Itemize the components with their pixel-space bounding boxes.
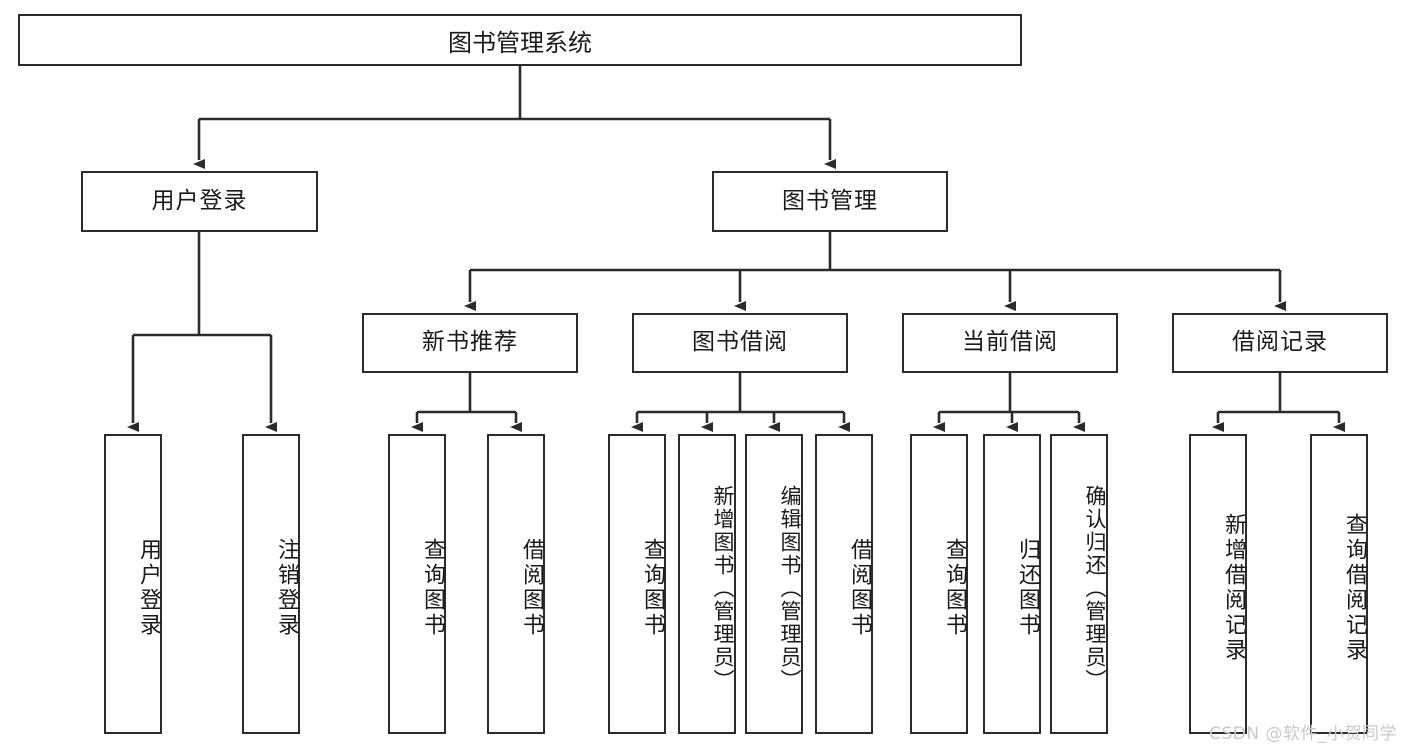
- node-new-book-recommend[interactable]: 新书推荐: [362, 313, 578, 373]
- leaf-confirm-return-admin[interactable]: 确认归还（管理员）: [1050, 434, 1108, 734]
- leaf-borrow-book-borrow[interactable]: 借阅图书: [815, 434, 873, 734]
- leaf-query-book-borrow[interactable]: 查询图书: [608, 434, 666, 734]
- node-root-system[interactable]: 图书管理系统: [18, 14, 1022, 66]
- leaf-add-borrow-record[interactable]: 新增借阅记录: [1189, 434, 1247, 734]
- leaf-borrow-book-recommend[interactable]: 借阅图书: [487, 434, 545, 734]
- leaf-query-book-recommend[interactable]: 查询图书: [388, 434, 446, 734]
- leaf-query-borrow-record[interactable]: 查询借阅记录: [1310, 434, 1368, 734]
- node-user-login[interactable]: 用户登录: [81, 171, 318, 232]
- node-current-borrow[interactable]: 当前借阅: [902, 313, 1118, 373]
- leaf-add-book-admin[interactable]: 新增图书（管理员）: [678, 434, 736, 734]
- node-borrow-record[interactable]: 借阅记录: [1172, 313, 1388, 373]
- node-book-borrow[interactable]: 图书借阅: [632, 313, 848, 373]
- leaf-return-book[interactable]: 归还图书: [983, 434, 1041, 734]
- watermark-credit: CSDN @软件_小贺同学: [1209, 724, 1397, 744]
- leaf-logout-login[interactable]: 注销登录: [242, 434, 300, 734]
- leaf-user-login[interactable]: 用户登录: [104, 434, 162, 734]
- node-book-manage[interactable]: 图书管理: [712, 171, 948, 232]
- leaf-query-book-current[interactable]: 查询图书: [910, 434, 968, 734]
- leaf-edit-book-admin[interactable]: 编辑图书（管理员）: [745, 434, 803, 734]
